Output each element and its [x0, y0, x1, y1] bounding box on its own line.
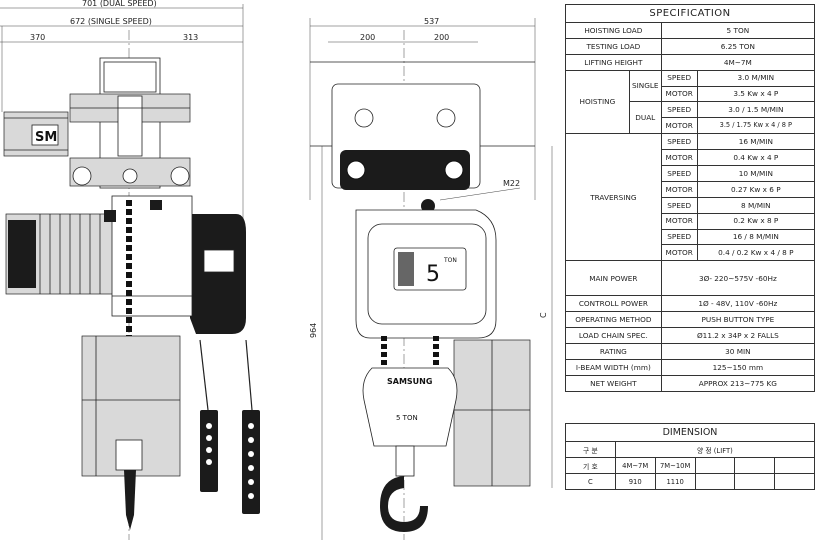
dim-right-part: 313 [183, 33, 198, 42]
load-chain-label: LOAD CHAIN SPEC. [565, 327, 662, 345]
pendant-switch-2 [242, 410, 260, 514]
lift-col: 7M~10M [654, 457, 696, 474]
dim-single-speed: 672 (SINGLE SPEED) [70, 17, 152, 26]
dim-front-left: 200 [360, 33, 375, 42]
traversing-key: SPEED [660, 228, 698, 246]
dimension-value: 1110 [654, 473, 696, 490]
load-chain-value: Ø11.2 x 34P x 2 FALLS [660, 327, 816, 345]
traversing-value: 0.4 / 0.2 Kw x 4 / 8 P [696, 244, 816, 262]
lift-col: 4M~7M [614, 457, 656, 474]
traversing-key: SPEED [660, 196, 698, 214]
hoisting-label: HOISTING [565, 69, 630, 135]
hoisting-single-motor-label: MOTOR [660, 85, 698, 103]
operating-method-value: PUSH BUTTON TYPE [660, 311, 816, 329]
traversing-key: MOTOR [660, 212, 698, 230]
motor-logo-box [31, 124, 59, 146]
dimension-title: DIMENSION [565, 423, 815, 442]
hoisting-dual-label: DUAL [628, 101, 662, 135]
specification-table: SPECIFICATION HOISTING LOAD 5 TON TESTIN… [565, 4, 816, 392]
main-power-value: 3Ø- 220~575V -60Hz [660, 260, 816, 297]
traversing-key: MOTOR [660, 180, 698, 198]
hoist-drawing: 701 (DUAL SPEED) 672 (SINGLE SPEED) 370 … [0, 0, 553, 540]
hoisting-single-label: SINGLE [628, 69, 662, 103]
traversing-label: TRAVERSING [565, 133, 662, 262]
rating-label: RATING [565, 343, 662, 360]
net-weight-label: NET WEIGHT [565, 374, 662, 392]
control-power-label: CONTROLL POWER [565, 295, 662, 313]
ibeam-width-label: I-BEAM WIDTH (mm) [565, 358, 662, 376]
dimension-value: 910 [614, 473, 656, 490]
dimension-corner-bottom: 기 호 [565, 457, 616, 474]
lifting-height-value: 4M~7M [660, 53, 816, 71]
hoisting-dual-motor-label: MOTOR [660, 117, 698, 135]
dimension-row-label: C [565, 473, 616, 490]
hoisting-dual-speed: 3.0 / 1.5 M/MIN [696, 101, 816, 119]
operating-method-label: OPERATING METHOD [565, 311, 662, 329]
rating-value: 30 MIN [660, 343, 816, 360]
dim-height: 964 [309, 323, 318, 338]
lifting-height-label: LIFTING HEIGHT [565, 53, 662, 71]
hoisting-single-speed-label: SPEED [660, 69, 698, 87]
hoisting-single-motor: 3.5 Kw x 4 P [696, 85, 816, 103]
hoisting-load-label: HOISTING LOAD [565, 22, 662, 39]
lift-col [734, 457, 776, 474]
dim-left-part: 370 [30, 33, 45, 42]
traversing-value: 16 M/MIN [696, 133, 816, 151]
dimension-value [694, 473, 736, 490]
dimension-table: DIMENSION 구 분 양 정 (LIFT) 기 호 4M~7M 7M~10… [565, 423, 816, 490]
traversing-key: SPEED [660, 165, 698, 182]
dim-bolt: M22 [503, 179, 520, 188]
hoisting-single-speed: 3.0 M/MIN [696, 69, 816, 87]
spec-title: SPECIFICATION [565, 4, 815, 23]
dim-front-right: 200 [434, 33, 449, 42]
dimension-value [734, 473, 776, 490]
motor-fins [39, 214, 101, 294]
dimension-corner-top: 구 분 [565, 441, 616, 458]
traversing-value: 16 / 8 M/MIN [696, 228, 816, 246]
motor-logo: SM [35, 130, 57, 145]
dim-c: C [539, 312, 548, 318]
pendant-switch-1 [200, 410, 218, 492]
plate-unit: TON [443, 257, 457, 264]
main-power-label: MAIN POWER [565, 260, 662, 297]
ibeam-width-value: 125~150 mm [660, 358, 816, 376]
dimension-value [774, 473, 815, 490]
testing-load-label: TESTING LOAD [565, 37, 662, 55]
net-weight-value: APPROX 213~775 KG [660, 374, 816, 392]
front-view: 5 TON SAMSUNG 5 TON [310, 61, 535, 532]
traversing-value: 10 M/MIN [696, 165, 816, 182]
traversing-key: SPEED [660, 133, 698, 151]
hoisting-load-value: 5 TON [660, 22, 816, 39]
control-power-value: 1Ø - 48V, 110V -60Hz [660, 295, 816, 313]
brand-label: SAMSUNG [387, 377, 432, 386]
traversing-key: MOTOR [660, 149, 698, 167]
testing-load-value: 6.25 TON [660, 37, 816, 55]
traversing-value: 8 M/MIN [696, 196, 816, 214]
traversing-key: MOTOR [660, 244, 698, 262]
side-view: SM [3, 57, 260, 530]
plate-capacity: 5 [426, 262, 440, 287]
lift-header: 양 정 (LIFT) [614, 441, 816, 458]
dim-dual-speed: 701 (DUAL SPEED) [82, 0, 157, 8]
traversing-value: 0.27 Kw x 6 P [696, 180, 816, 198]
lift-col [774, 457, 815, 474]
traversing-value: 0.2 Kw x 8 P [696, 212, 816, 230]
hoisting-dual-speed-label: SPEED [660, 101, 698, 119]
lift-col [694, 457, 736, 474]
dim-front-total: 537 [424, 17, 439, 26]
hook-label: 5 TON [396, 414, 418, 422]
hoisting-dual-motor: 3.5 / 1.75 Kw x 4 / 8 P [696, 117, 816, 135]
traversing-value: 0.4 Kw x 4 P [696, 149, 816, 167]
